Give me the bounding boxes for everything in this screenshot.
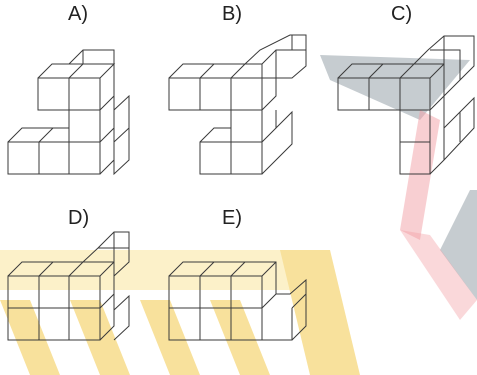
option-label-d: D) [68,207,90,229]
option-label-c: C) [391,3,413,25]
option-label-b: B) [222,3,242,25]
option-label-a: A) [68,3,88,25]
option-label-e: E) [222,207,242,229]
